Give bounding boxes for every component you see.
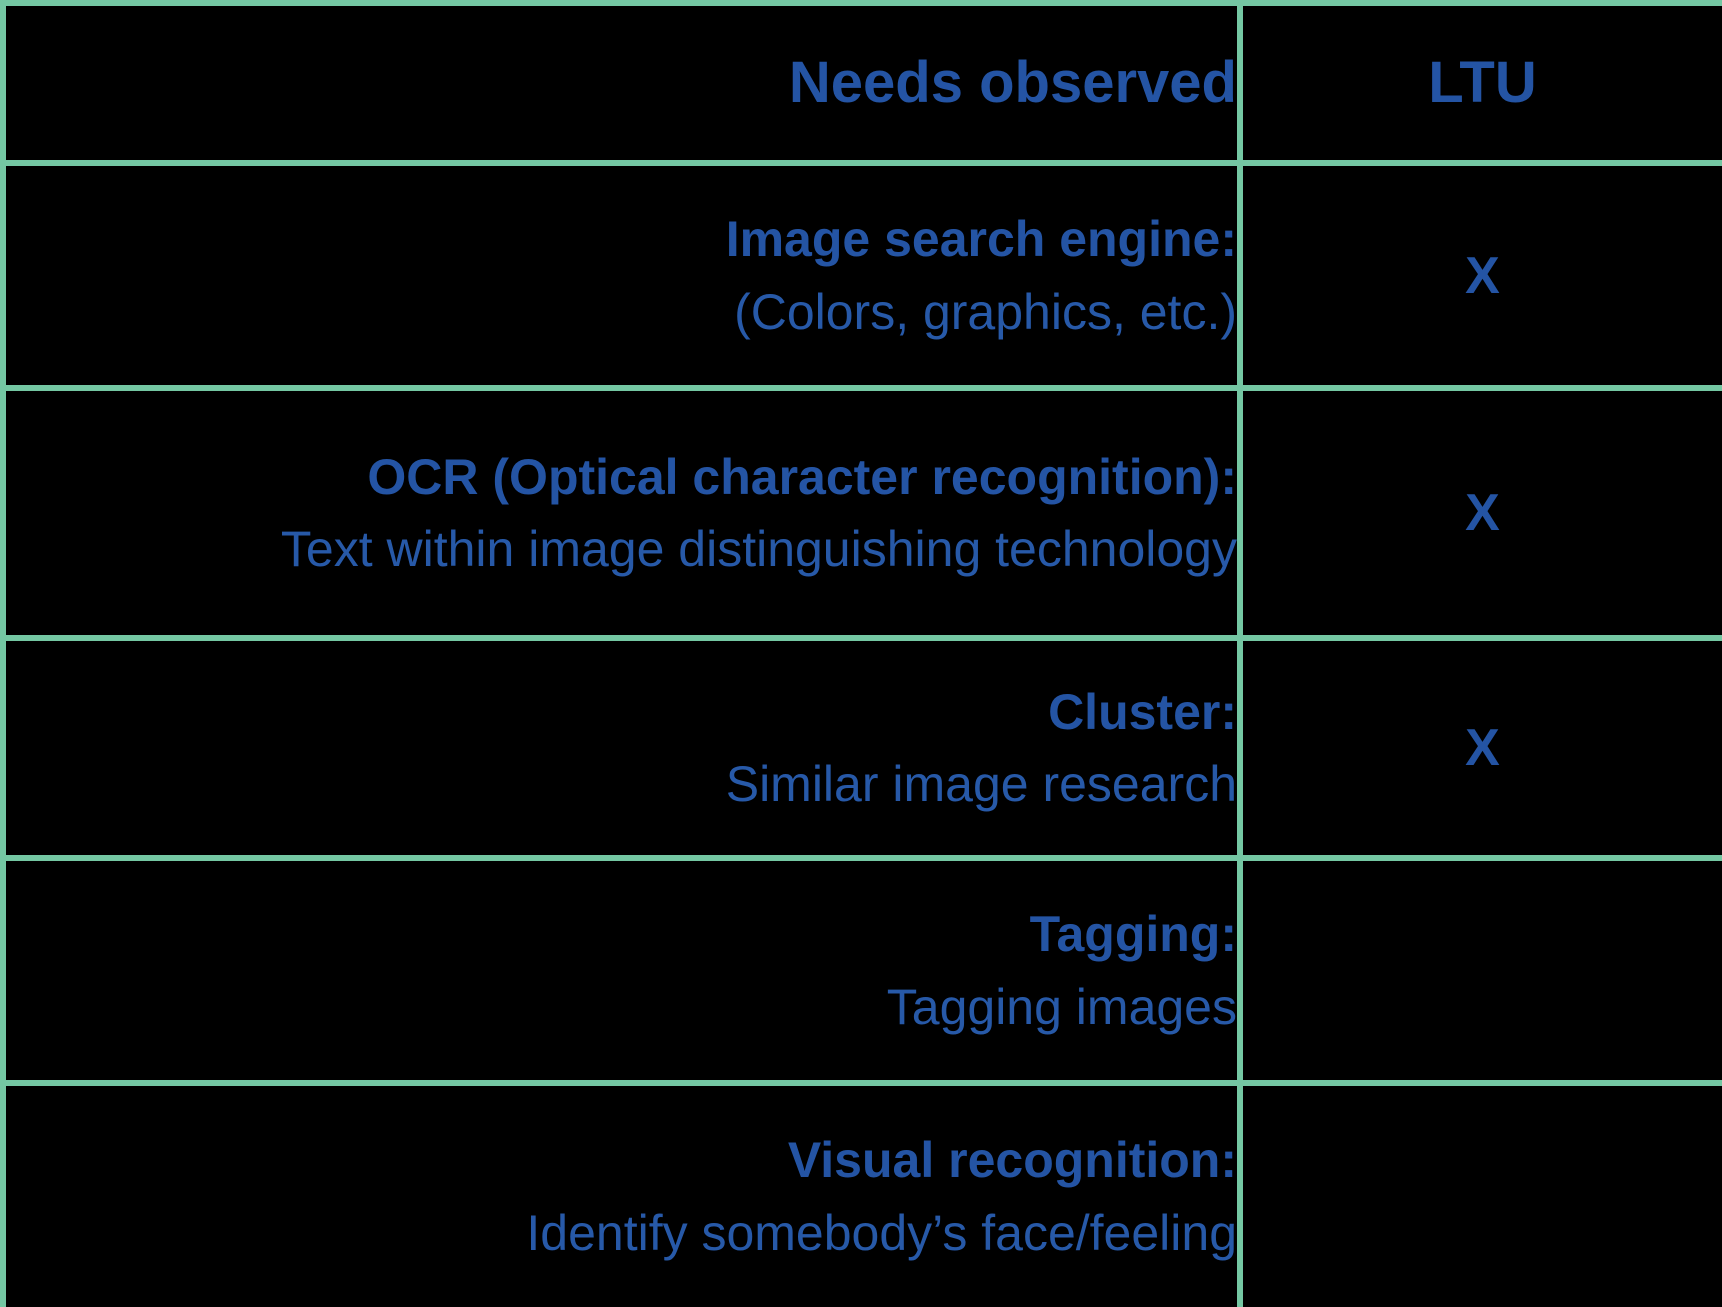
- need-title: Image search engine:: [725, 211, 1237, 267]
- ltu-x-mark: X: [1465, 719, 1500, 777]
- need-description: Tagging images: [886, 978, 1237, 1035]
- needs-observed-column-header: Needs observed: [788, 50, 1237, 116]
- header-cell-ltu: LTU: [1237, 0, 1722, 166]
- need-title: OCR (Optical character recognition):: [367, 448, 1237, 505]
- table-row-ocr: OCR (Optical character recognition): Tex…: [0, 385, 1722, 641]
- need-description: Text within image distinguishing technol…: [280, 521, 1237, 577]
- need-cell-ocr: OCR (Optical character recognition): Tex…: [0, 385, 1243, 641]
- ltu-cell-image-search-engine: X: [1237, 160, 1722, 391]
- table-row-cluster: Cluster: Similar image research X: [0, 635, 1722, 861]
- need-title: Visual recognition:: [787, 1132, 1237, 1188]
- ltu-x-mark: X: [1465, 246, 1500, 305]
- ltu-cell-cluster: X: [1237, 635, 1722, 861]
- need-cell-cluster: Cluster: Similar image research: [0, 635, 1243, 861]
- need-cell-visual-recognition: Visual recognition: Identify somebody’s …: [0, 1080, 1243, 1307]
- table-row-image-search-engine: Image search engine: (Colors, graphics, …: [0, 160, 1722, 391]
- need-description: Similar image research: [725, 756, 1237, 812]
- table-row-visual-recognition: Visual recognition: Identify somebody’s …: [0, 1080, 1722, 1307]
- ltu-cell-tagging: [1237, 855, 1722, 1086]
- need-cell-image-search-engine: Image search engine: (Colors, graphics, …: [0, 160, 1243, 391]
- ltu-cell-ocr: X: [1237, 385, 1722, 641]
- table-header-row: Needs observed LTU: [0, 0, 1722, 166]
- header-cell-needs-observed: Needs observed: [0, 0, 1243, 166]
- need-title: Cluster:: [1048, 683, 1237, 740]
- need-description: Identify somebody’s face/feeling: [526, 1204, 1237, 1261]
- need-description: (Colors, graphics, etc.): [734, 283, 1237, 340]
- need-title: Tagging:: [1029, 906, 1237, 962]
- ltu-cell-visual-recognition: [1237, 1080, 1722, 1307]
- table-row-tagging: Tagging: Tagging images: [0, 855, 1722, 1086]
- need-cell-tagging: Tagging: Tagging images: [0, 855, 1243, 1086]
- ltu-column-header: LTU: [1428, 50, 1537, 116]
- ltu-x-mark: X: [1465, 484, 1500, 542]
